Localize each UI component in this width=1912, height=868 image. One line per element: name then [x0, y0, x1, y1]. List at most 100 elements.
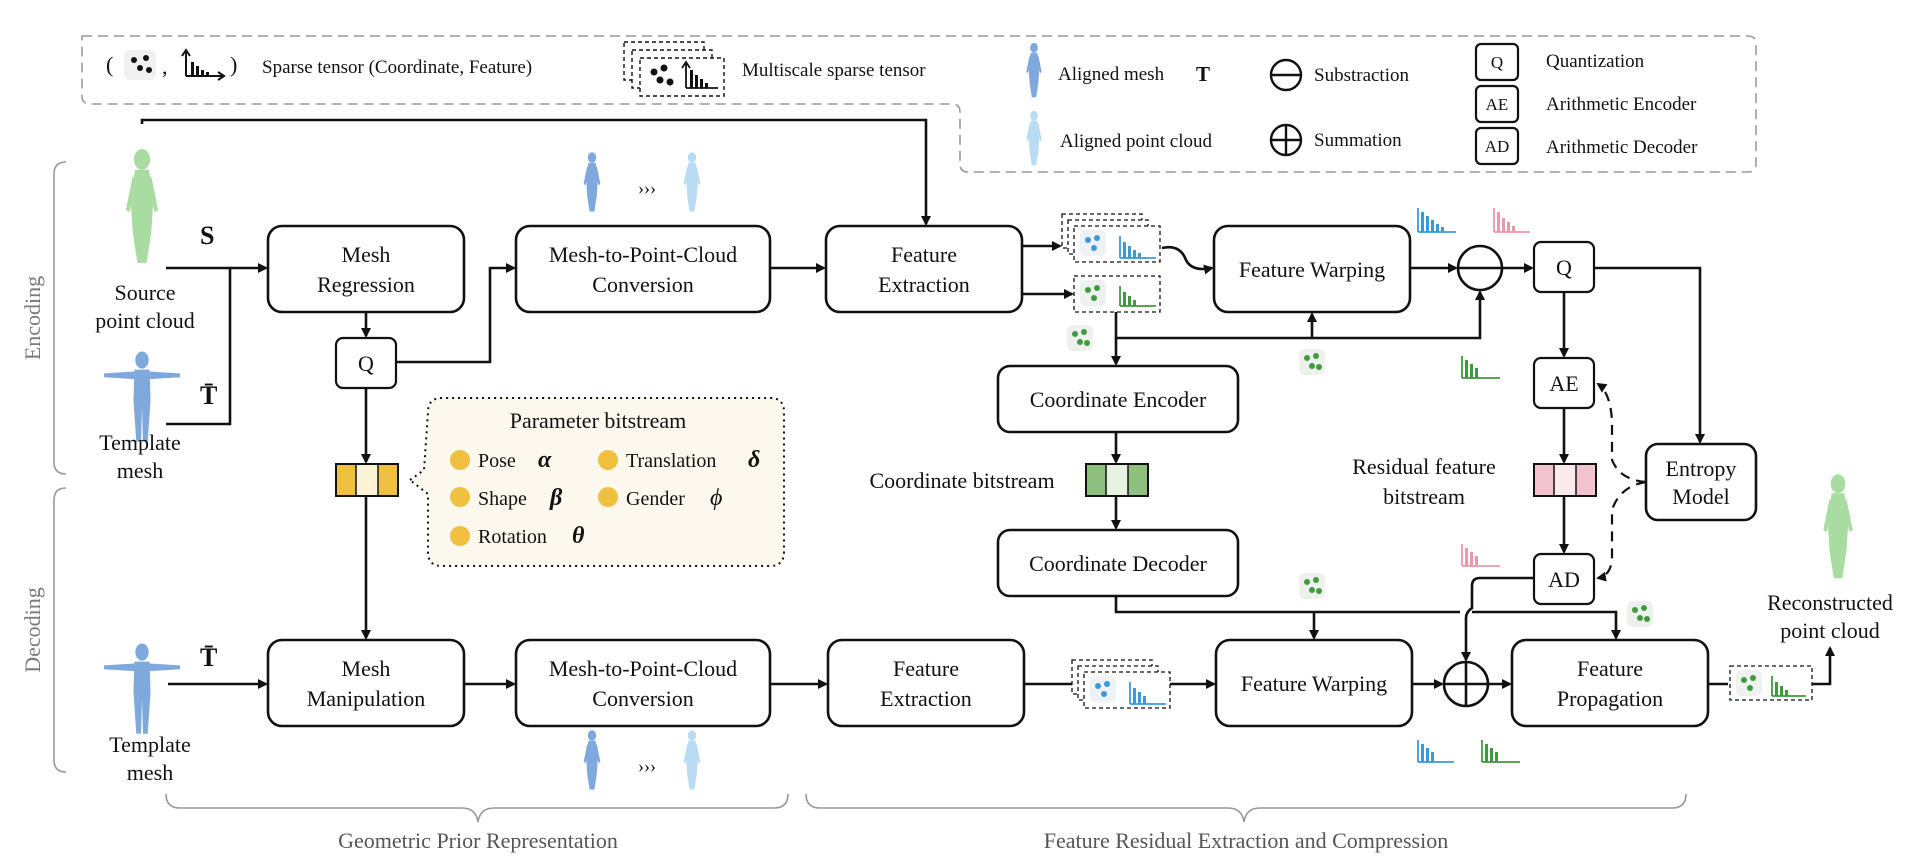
pose-label: Pose: [478, 450, 516, 472]
legend-q-box: [1474, 42, 1520, 82]
source-label-2: point cloud: [95, 308, 195, 333]
legend-border: [81, 35, 1757, 173]
legend-multiscale-tensor: Multiscale sparse tensor: [742, 60, 926, 81]
legend-aligned-mesh: Aligned mesh: [1058, 64, 1165, 85]
legend-ad-abbr: AD: [1485, 137, 1510, 156]
gender-symbol: ϕ: [710, 485, 722, 511]
legend-ae-abbr: AE: [1486, 95, 1509, 114]
multiscale-tensor-icon: [623, 41, 725, 97]
sparse-tensor-icon: ( , ): [106, 48, 237, 81]
geometric-brace: [165, 793, 789, 823]
source-label-1: Source: [114, 280, 175, 305]
coordinate-icon-4: [1627, 601, 1653, 627]
feature-histogram-green-bottom: [1481, 740, 1520, 763]
feature-extraction-top-label-2: Extraction: [878, 272, 970, 297]
m2pc-top-label-1: Mesh-to-Point-Cloud: [549, 242, 737, 267]
template-label-bottom-1: Template: [109, 732, 191, 757]
m2pc-block-top: [514, 224, 772, 314]
ae-label: AE: [1549, 371, 1578, 396]
svg-text:): ): [230, 52, 237, 77]
substraction-icon: [1269, 58, 1303, 92]
svg-text:,: ,: [162, 54, 168, 79]
mesh-manipulation-block: [266, 638, 466, 728]
legend-sparse-tensor: Sparse tensor (Coordinate, Feature): [262, 57, 532, 78]
entropy-label-1: Entropy: [1666, 456, 1737, 481]
connectors: [140, 118, 1835, 689]
coordinate-icon-1: [1067, 325, 1093, 351]
s-symbol: S: [200, 221, 214, 250]
svg-text:›››: ›››: [638, 178, 656, 198]
feature-histogram-pink-top: [1493, 208, 1530, 233]
legend-q-abbr: Q: [1491, 53, 1503, 72]
feature-extraction-top-label-1: Feature: [891, 242, 957, 267]
parameter-bitstream-block: [335, 463, 399, 497]
coordinate-feature-tensor-top: [1073, 275, 1161, 313]
output-tensor: [1729, 665, 1813, 701]
rotation-dot: [450, 526, 470, 546]
mesh-regression-block: [266, 224, 466, 314]
feature-warping-top-label: Feature Warping: [1239, 257, 1385, 282]
mesh-regression-label-1: Mesh: [342, 242, 391, 267]
entropy-label-2: Model: [1672, 484, 1729, 509]
template-mesh-figure-bottom: [104, 643, 180, 734]
reconstructed-point-cloud-figure: [1823, 474, 1853, 579]
translation-dot: [598, 450, 618, 470]
rotation-label: Rotation: [478, 526, 547, 548]
feature-residual-brace: [805, 793, 1687, 823]
template-mesh-figure-top: [104, 351, 180, 442]
q-params-label: Q: [358, 351, 374, 376]
aligned-point-cloud-icon: [1026, 110, 1042, 166]
legend-quantization: Quantization: [1546, 51, 1645, 72]
legend-arithmetic-encoder: Arithmetic Encoder: [1546, 94, 1697, 115]
summation-node: [1442, 660, 1490, 708]
residual-bitstream-block: [1533, 463, 1597, 497]
legend-aligned-point-cloud: Aligned point cloud: [1060, 131, 1212, 152]
mesh-regression-label-2: Regression: [317, 272, 415, 297]
residual-bitstream-label-2: bitstream: [1383, 484, 1465, 509]
rotation-symbol: θ: [572, 523, 585, 549]
feature-residual-label: Feature Residual Extraction and Compress…: [1044, 828, 1448, 853]
coordinate-bitstream-label: Coordinate bitstream: [869, 468, 1054, 493]
translation-label: Translation: [626, 450, 716, 472]
feature-propagation-block: [1510, 638, 1710, 728]
feature-histogram-blue-bottom: [1417, 740, 1454, 763]
reconstructed-label-2: point cloud: [1780, 618, 1880, 643]
template-label-top-2: mesh: [117, 458, 163, 483]
coordinate-encoder-label: Coordinate Encoder: [1030, 387, 1207, 412]
shape-symbol: β: [549, 485, 563, 511]
svg-text:›››: ›››: [638, 756, 656, 776]
feature-extraction-bottom-label-1: Feature: [893, 656, 959, 681]
pose-dot: [450, 450, 470, 470]
mesh-manipulation-label-2: Manipulation: [307, 686, 426, 711]
reconstructed-label-1: Reconstructed: [1767, 590, 1893, 615]
legend-summation: Summation: [1314, 130, 1402, 151]
template-label-top-1: Template: [99, 430, 181, 455]
legend-substraction: Substraction: [1314, 65, 1409, 86]
gender-label: Gender: [626, 488, 685, 510]
feature-extraction-block-bottom: [826, 638, 1026, 728]
template-label-bottom-2: mesh: [127, 760, 173, 785]
parameter-callout: Parameter bitstream Pose α Translation δ…: [408, 397, 785, 567]
legend: ( , ) Sparse tensor (Coordinate, Feature…: [81, 35, 1757, 173]
coordinate-decoder-label: Coordinate Decoder: [1029, 551, 1207, 576]
summation-icon: [1269, 123, 1303, 157]
coordinate-encoder-block: [996, 364, 1240, 434]
feature-histogram-green-mid: [1461, 356, 1500, 379]
m2pc-bottom-label-2: Conversion: [592, 686, 693, 711]
ad-label: AD: [1548, 567, 1580, 592]
feature-propagation-label-1: Feature: [1577, 656, 1643, 681]
feature-histogram-pink-mid: [1461, 544, 1500, 567]
multiscale-tensor-bottom: [1071, 659, 1171, 709]
shape-label: Shape: [478, 488, 527, 510]
coordinate-icon-2: [1299, 349, 1325, 375]
encoding-bracket: [53, 161, 67, 475]
multiscale-tensor-top: [1061, 213, 1161, 263]
legend-aligned-mesh-symbol: T: [1196, 62, 1210, 86]
shape-dot: [450, 487, 470, 507]
substraction-node: [1456, 244, 1504, 292]
pose-symbol: α: [538, 447, 552, 473]
source-point-cloud-figure: [125, 149, 159, 263]
coordinate-bitstream-block: [1085, 463, 1149, 497]
mesh-to-cloud-icon-bottom: ›››: [583, 730, 701, 790]
mesh-manipulation-label-1: Mesh: [342, 656, 391, 681]
